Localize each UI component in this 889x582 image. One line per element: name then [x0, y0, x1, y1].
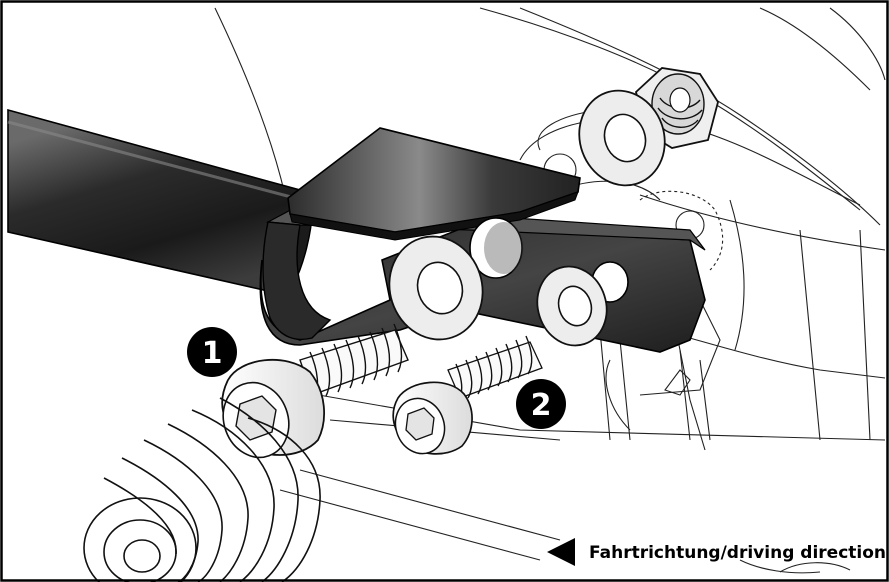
- callout-1: 1: [187, 327, 237, 377]
- washer-large: [388, 235, 484, 341]
- foot-peg-rubber: [83, 397, 321, 582]
- bolt-2: [392, 335, 543, 455]
- callout-2-number: 2: [531, 388, 552, 423]
- arrow-left-icon: [547, 538, 575, 566]
- direction-indicator: Fahrtrichtung/driving direction: [547, 538, 886, 566]
- callout-1-number: 1: [202, 336, 223, 371]
- direction-label: Fahrtrichtung/driving direction: [589, 543, 886, 563]
- callout-2: 2: [516, 379, 566, 429]
- bolt-1: [221, 323, 409, 459]
- upper-washer: [578, 89, 666, 187]
- washer-small: [536, 265, 608, 347]
